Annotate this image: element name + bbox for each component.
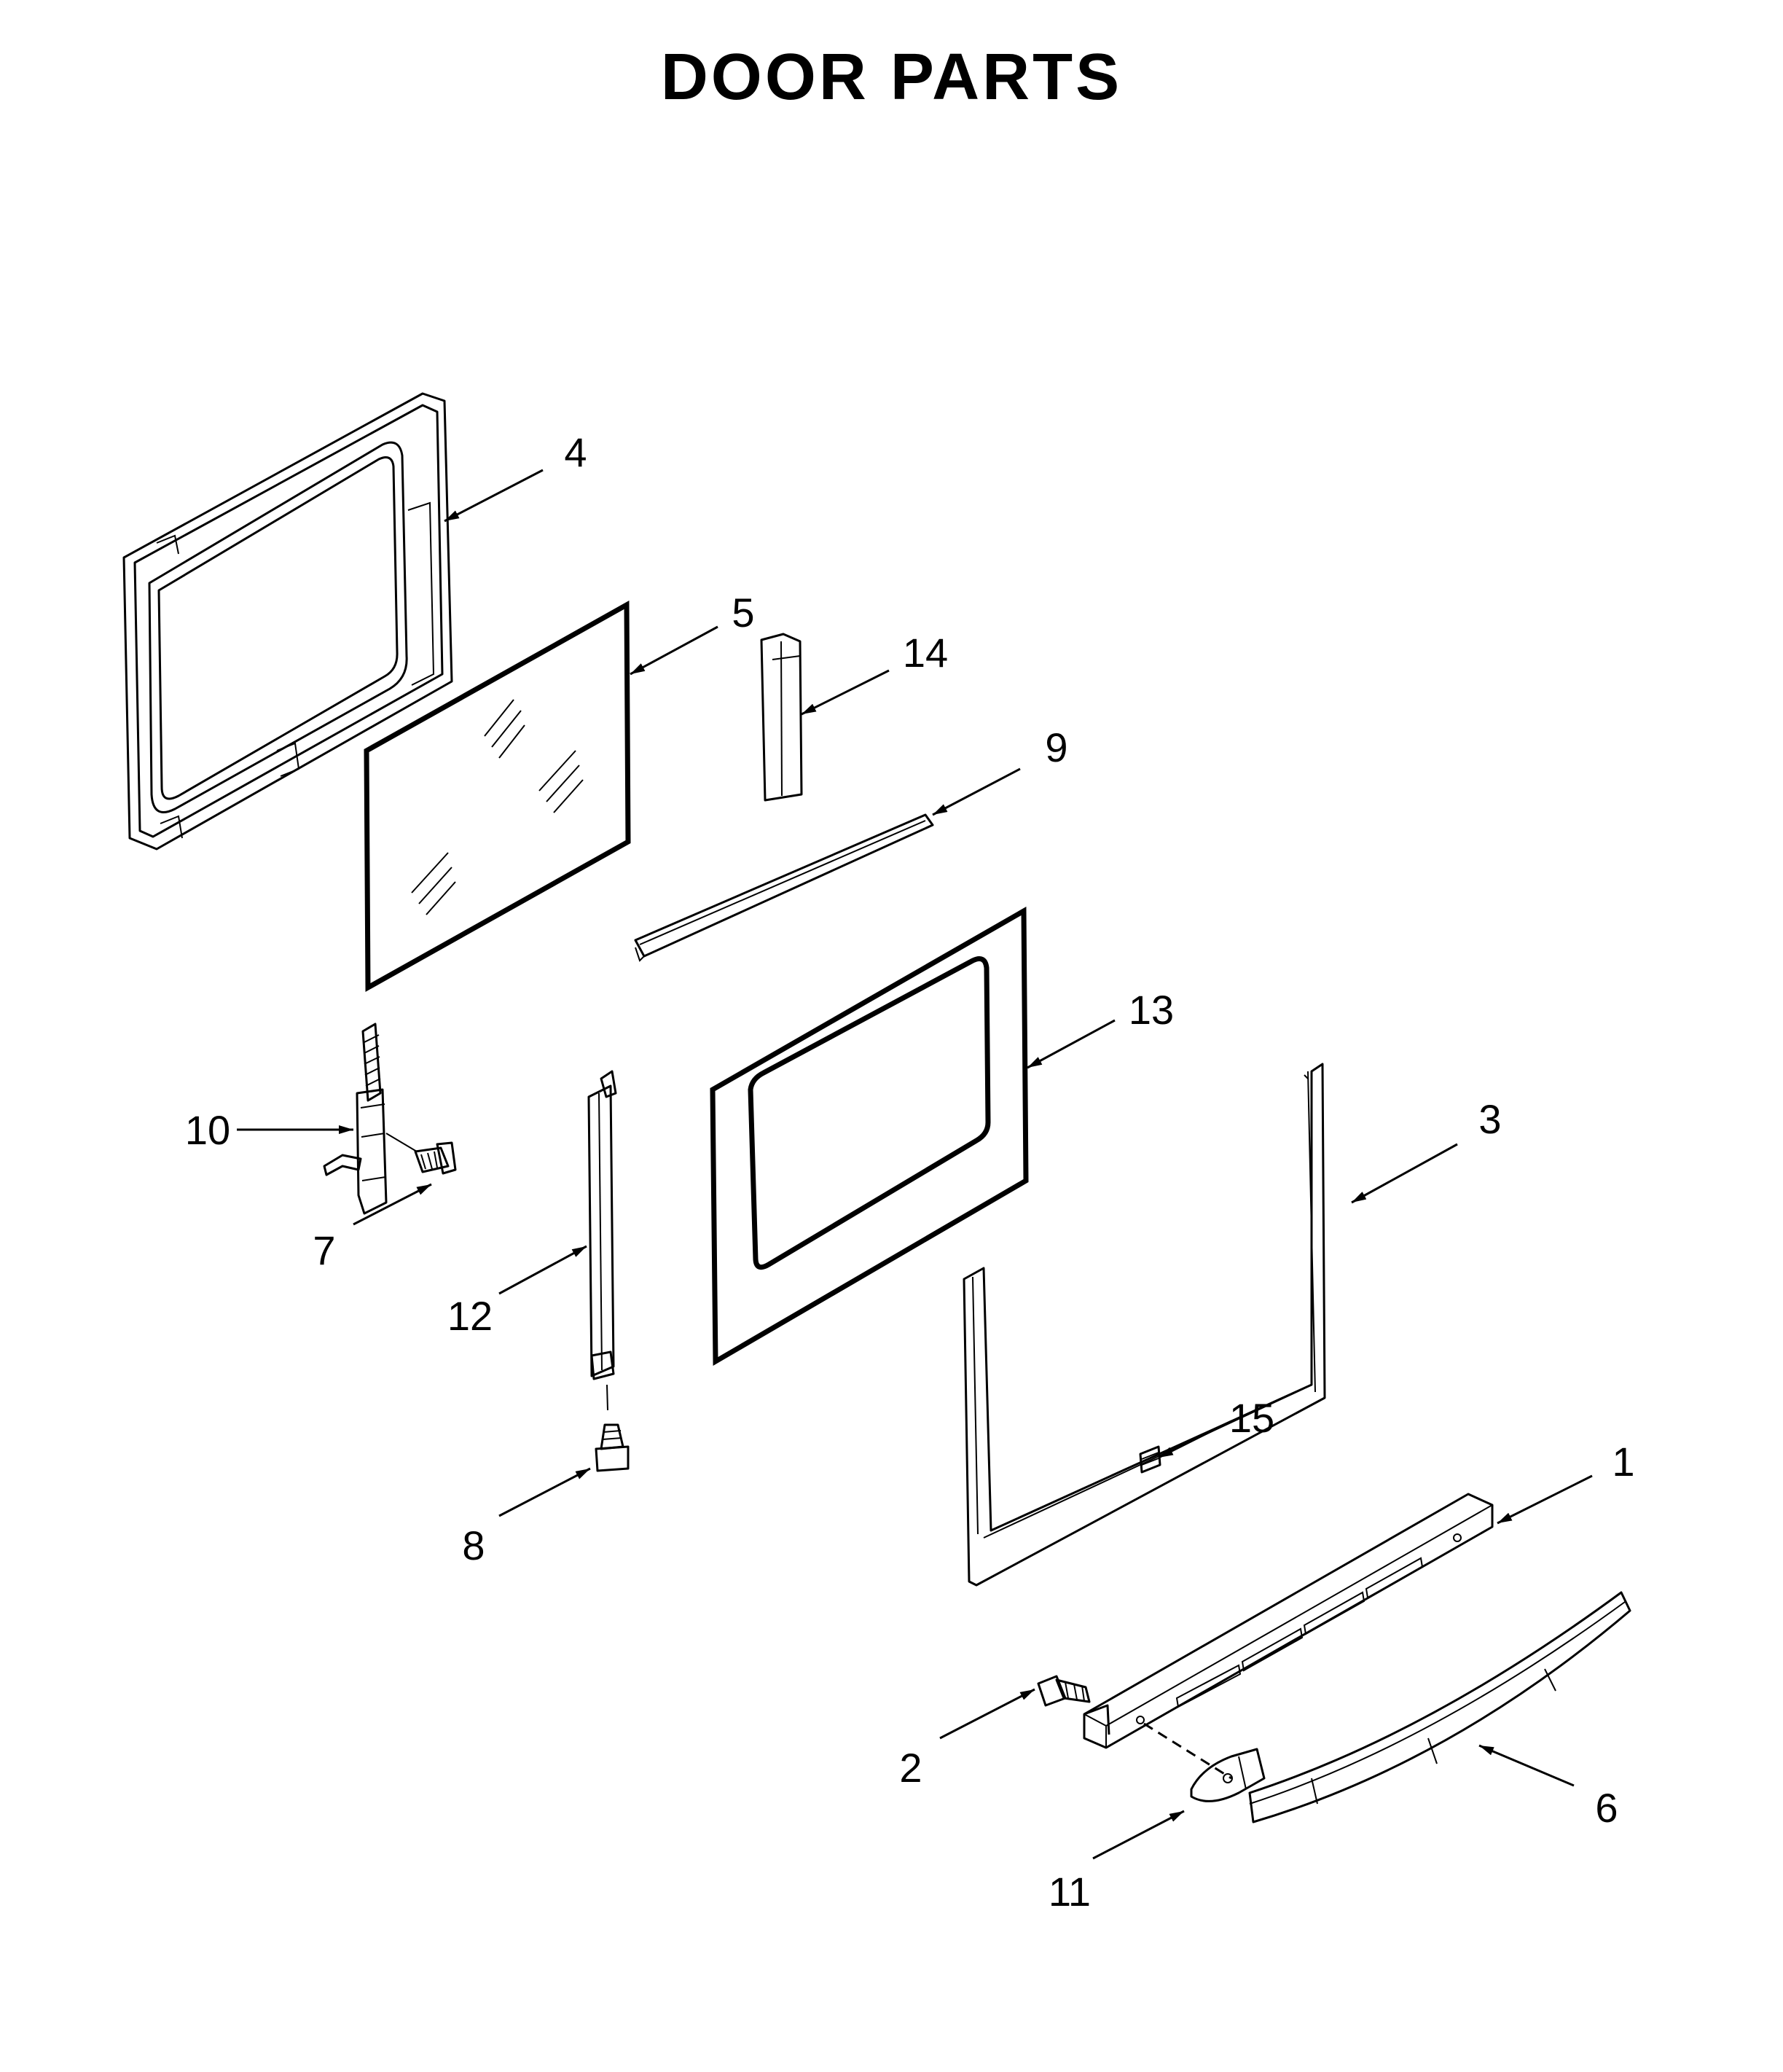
callout-7: 7 [313,1227,335,1273]
part-5-glass-panel[interactable] [364,601,631,992]
callout-13: 13 [1129,987,1174,1033]
callout-9: 9 [1045,724,1067,770]
leader-arrow-4 [444,469,544,523]
leader-arrow-6 [1478,1744,1575,1787]
leader-arrow-7 [353,1183,432,1226]
leader-arrow-3 [1351,1143,1458,1204]
callout-12: 12 [447,1293,493,1339]
leader-arrow-5 [630,625,718,676]
part-2-screw[interactable] [1037,1675,1091,1707]
part-12-hinge-channel[interactable] [587,1070,617,1411]
leader-arrow-13 [1027,1019,1116,1069]
part-13-outer-door-panel[interactable] [710,906,1029,1367]
part-14-spacer[interactable] [760,633,803,802]
callout-8: 8 [462,1522,485,1568]
leader-arrow-14 [801,669,890,716]
part-4-inner-door-frame[interactable] [122,392,453,851]
part-7-hinge-screw[interactable] [385,1133,457,1175]
leader-arrow-12 [498,1245,587,1295]
callout-1: 1 [1612,1439,1634,1485]
callout-10: 10 [185,1107,230,1153]
assembly-dash-line [1143,1722,1232,1780]
page-title: DOOR PARTS [660,41,1123,114]
part-1-vent-channel[interactable] [1083,1493,1494,1749]
leader-arrow-8 [498,1467,591,1517]
callout-6: 6 [1595,1785,1618,1831]
leader-arrow-15 [1158,1420,1232,1459]
part-3-door-trim[interactable] [963,1063,1326,1587]
callout-5: 5 [732,590,754,636]
callout-15: 15 [1229,1395,1274,1441]
leader-arrow-11 [1092,1810,1185,1860]
callout-11: 11 [1049,1869,1091,1915]
callout-3: 3 [1478,1096,1501,1142]
part-10-hinge[interactable] [323,1023,388,1215]
part-11-end-cap[interactable] [1190,1748,1266,1802]
leader-arrow-9 [932,767,1021,816]
part-6-handle[interactable] [1248,1591,1631,1823]
callout-14: 14 [903,630,948,676]
part-8-screw[interactable] [595,1423,630,1472]
callout-2: 2 [899,1745,922,1791]
callout-4: 4 [564,429,587,475]
leader-arrow-1 [1497,1474,1593,1525]
part-9-channel-strip[interactable] [634,813,934,962]
leader-arrow-2 [939,1688,1035,1740]
